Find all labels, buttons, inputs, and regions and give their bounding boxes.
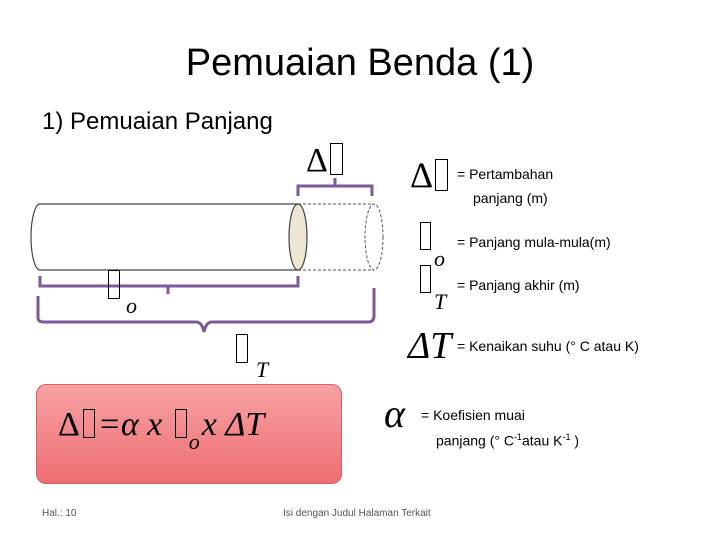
length-glyph-box xyxy=(236,334,248,363)
legend-l0-subscript: o xyxy=(434,246,445,271)
delta-symbol: Δ xyxy=(306,142,328,179)
legend-l0-text: = Panjang mula-mula(m) xyxy=(457,234,611,250)
rod-body xyxy=(30,203,299,271)
legend-delta-t-symbol: ΔT xyxy=(408,325,452,367)
legend-l0-symbol: o xyxy=(420,222,445,271)
brace-lt xyxy=(36,288,376,333)
lt-subscript: T xyxy=(256,357,269,382)
legend-lt-text: = Panjang akhir (m) xyxy=(457,277,580,293)
formula-delta: Δ xyxy=(58,406,80,443)
page-title: Pemuaian Benda (1) xyxy=(185,42,535,84)
page-number: Hal.: 10 xyxy=(42,508,77,519)
legend-delta-l-text: = Pertambahan panjang (m) xyxy=(457,166,553,207)
legend-alpha-line2: panjang (° C-1atau K-1 ) xyxy=(436,432,580,449)
length-glyph-box xyxy=(329,143,343,175)
length-glyph-box xyxy=(420,222,431,250)
legend-alpha-symbol: α xyxy=(384,391,405,436)
legend-lt-subscript: T xyxy=(434,289,447,314)
rod-end-face xyxy=(288,203,308,271)
formula-x-delta-t: x ΔT xyxy=(201,406,265,443)
length-glyph-box xyxy=(174,409,187,438)
formula: Δ =α x ox ΔT xyxy=(58,406,265,454)
brace-delta-l xyxy=(296,178,374,196)
formula-eq-alpha: =α x xyxy=(97,406,163,443)
legend-delta-l-line2: panjang (m) xyxy=(473,190,548,206)
extension-outline xyxy=(298,203,374,271)
section-subtitle: 1) Pemuaian Panjang xyxy=(42,108,273,135)
footer-caption: Isi dengan Judul Halaman Terkait xyxy=(283,508,431,519)
l0-label: o xyxy=(108,270,137,318)
length-glyph-box xyxy=(435,159,449,191)
l0-subscript: o xyxy=(126,293,137,318)
lt-label: T xyxy=(236,334,268,382)
delta-l-label: Δ xyxy=(306,142,343,180)
length-glyph-box xyxy=(420,265,431,293)
legend-lt-symbol: T xyxy=(420,265,446,314)
legend-alpha-line1: = Koefisien muai xyxy=(421,407,525,423)
length-glyph-box xyxy=(108,270,120,299)
delta-symbol: Δ xyxy=(410,155,434,195)
length-glyph-box xyxy=(82,409,95,438)
formula-subscript-o: o xyxy=(188,429,200,454)
legend-delta-l-line1: = Pertambahan xyxy=(457,166,554,182)
brace-l0 xyxy=(38,276,300,294)
legend-alpha-text: = Koefisien muai panjang (° C-1atau K-1 … xyxy=(421,407,579,450)
formula-box xyxy=(36,384,342,484)
legend-delta-t-text: = Kenaikan suhu (° C atau K) xyxy=(457,338,639,354)
legend-delta-l-symbol: Δ xyxy=(410,154,449,196)
extension-end-cap xyxy=(364,203,384,271)
